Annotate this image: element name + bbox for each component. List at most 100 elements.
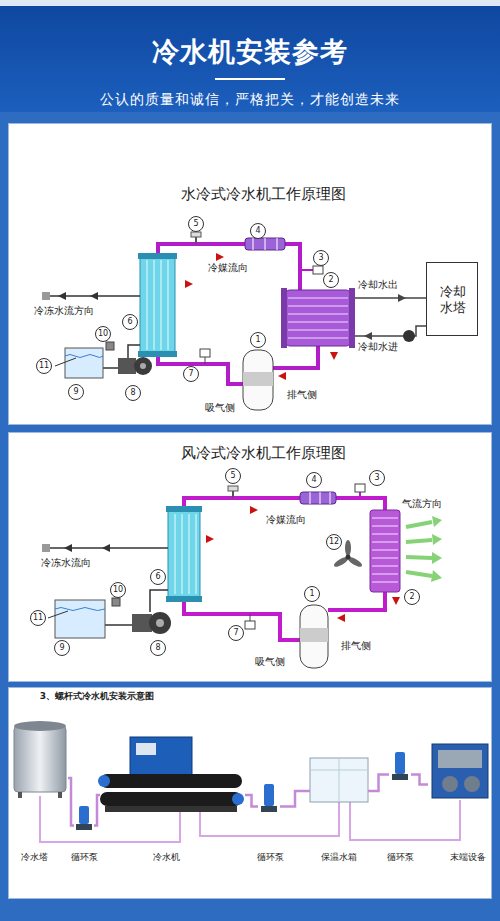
refrigerant-line [158,244,318,384]
condenser-coil [372,582,398,583]
flow-arrow [90,292,98,300]
expansion-device [250,614,251,622]
valve-symbol [195,236,197,244]
expansion-device [245,614,255,629]
cooling-tower [14,726,66,792]
return-pipe [200,802,339,836]
flow-label: 冷却水进 [358,340,398,354]
pipe-connector [94,795,100,826]
airflow-arrow [406,522,432,527]
equipment-item: 循环泵 [389,752,411,782]
condenser-coil [372,518,398,582]
sight-glass [245,238,285,250]
condenser [288,322,348,323]
evaporator [196,514,197,594]
callout-number: 1 [304,586,320,602]
airflow-arrow [406,540,432,542]
evaporator [166,596,202,602]
airflow-arrow [432,516,442,527]
callout-number: 11 [30,610,46,626]
callout-number: 7 [228,625,244,641]
air-cooled-schematic [42,484,442,668]
insulated-tank [310,770,368,771]
flow-label: 冷冻水流方向 [34,304,94,318]
sight-glass [300,492,336,504]
water-tank [55,600,105,638]
condenser-coil [372,574,398,575]
node-text: 循环泵 [71,851,98,864]
flow-arrow [250,506,258,514]
flow-arrow [206,506,400,622]
node-text: 水冷式冷水机工作原理图 [181,185,346,204]
evaporator [161,260,162,350]
callout-number: 8 [150,640,166,656]
flow-arrow [185,280,193,288]
expansion-device [245,621,255,629]
sight-glass [310,492,311,504]
compressor [243,350,273,410]
return-pipe [40,796,460,842]
terminal-equipment [442,776,458,792]
subtitle-text: 公认的质量和诚信，严格把关，才能创造未来 [100,91,400,109]
callout-number: 2 [323,272,339,288]
side-label: 排气侧 [341,639,371,653]
callout-number: 7 [183,366,199,382]
node-text: 冷却水塔 [439,284,467,316]
flow-label: 冷媒流向 [266,513,306,527]
terminal-equipment [438,750,482,768]
sight-glass [300,492,336,504]
chiller-unit [136,743,156,755]
callout-number: 10 [110,582,126,598]
evaporator [147,260,168,350]
water-tank [48,611,68,618]
refrigerant-line [184,498,385,510]
compressor [243,350,273,410]
condenser [288,338,348,339]
valve-symbol [191,232,201,237]
condenser [281,288,287,348]
pump-symbol [76,806,92,830]
condenser [285,290,351,346]
evaporator [175,514,176,594]
water-pump [134,357,152,375]
water-tank [55,358,76,366]
water-tank [55,608,105,611]
valve-symbol [232,490,234,498]
flow-label: 气流方向 [402,497,442,511]
schematic-panel: 水冷式冷水机工作原理图冷却水塔 [8,123,492,425]
cooling-water-pipe [355,298,426,336]
callout-number: 9 [68,384,84,400]
valve-symbol [191,232,201,244]
sight-glass [253,238,254,250]
flow-label: 冷却水出 [358,278,398,292]
cooling-tower [14,721,66,798]
cooling-tower-box: 冷却水塔 [426,262,478,336]
airflow-arrow [406,572,432,576]
callout-number: 6 [150,569,166,585]
condenser [288,306,348,307]
callout-number: 2 [404,589,420,605]
flow-arrow [364,332,372,340]
side-label: 排气侧 [287,388,317,402]
evaporator [138,351,177,357]
expansion-device [200,349,210,364]
airflow-arrow [432,534,442,545]
condenser-coil [372,566,398,567]
chiller-unit [100,774,242,788]
evaporator [168,260,169,350]
flow-arrow [58,292,66,300]
page-title: 冷水机安装参考 [152,34,348,70]
equipment-item: 保温水箱 [310,758,368,802]
valve-symbol [112,598,120,606]
evaporator [182,514,183,594]
condenser-coil [372,526,398,527]
evaporator [175,514,196,594]
condenser [288,298,348,338]
node-text: 冷水塔 [21,851,48,864]
outlet-fitting [42,292,50,300]
water-tank [65,355,103,358]
flow-label: 冷媒流向 [208,261,248,275]
refrigerant-line [328,592,385,610]
chiller-unit [98,775,110,787]
installation-panel: 3、螺杆式冷水机安装示意图冷水塔循环泵冷水机循环泵保温水箱循环泵末端设备 [8,687,492,899]
